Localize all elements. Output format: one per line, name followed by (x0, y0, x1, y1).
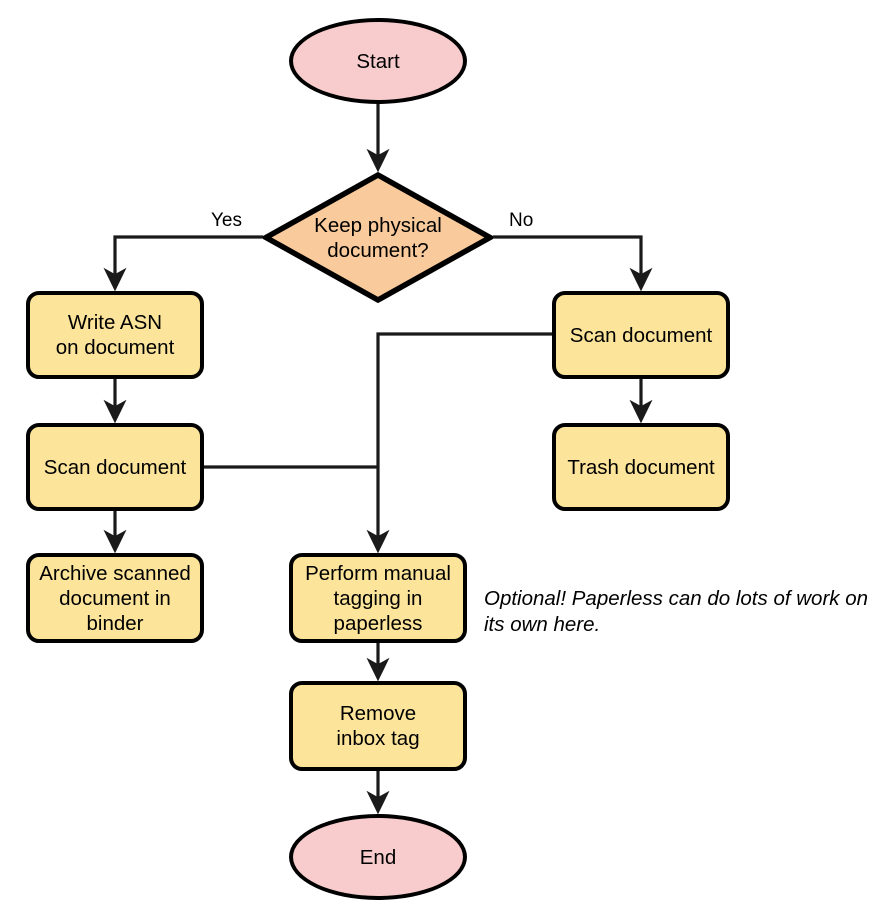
node-scan-document-right-label: Scan document (569, 323, 713, 347)
node-end[interactable]: End (289, 814, 467, 900)
node-trash-document-label: Trash document (567, 455, 715, 479)
node-perform-manual-tagging-label: Perform manual tagging in paperless (305, 561, 451, 635)
edge-decision-to-scan-right (493, 235, 653, 292)
node-end-label: End (359, 845, 397, 869)
edge-scan-right-to-manual-tag (366, 332, 552, 554)
node-write-asn-on-document-label: Write ASN on document (55, 311, 175, 359)
node-start[interactable]: Start (289, 18, 467, 104)
diamond-shape (263, 172, 493, 303)
edge-decision-to-write-asn (103, 235, 263, 292)
node-remove-inbox-tag-label: Remove inbox tag (336, 702, 420, 750)
edge-label-yes: Yes (211, 210, 242, 231)
node-scan-document-left[interactable]: Scan document (26, 423, 204, 511)
node-remove-inbox-tag[interactable]: Remove inbox tag (289, 681, 467, 771)
node-keep-physical-document-label: Keep physical document? (314, 213, 442, 262)
node-write-asn-on-document[interactable]: Write ASN on document (26, 291, 204, 379)
node-perform-manual-tagging[interactable]: Perform manual tagging in paperless (289, 553, 467, 643)
annotation-optional-note: Optional! Paperless can do lots of work … (484, 587, 869, 636)
edge-label-no: No (509, 210, 534, 231)
node-scan-document-right[interactable]: Scan document (552, 291, 730, 379)
node-trash-document[interactable]: Trash document (552, 423, 730, 511)
node-archive-scanned-document-label: Archive scanned document in binder (39, 561, 191, 635)
node-start-label: Start (356, 49, 400, 73)
node-scan-document-left-label: Scan document (43, 455, 187, 479)
node-keep-physical-document[interactable]: Keep physical document? (263, 172, 493, 303)
node-archive-scanned-document[interactable]: Archive scanned document in binder (26, 553, 204, 643)
